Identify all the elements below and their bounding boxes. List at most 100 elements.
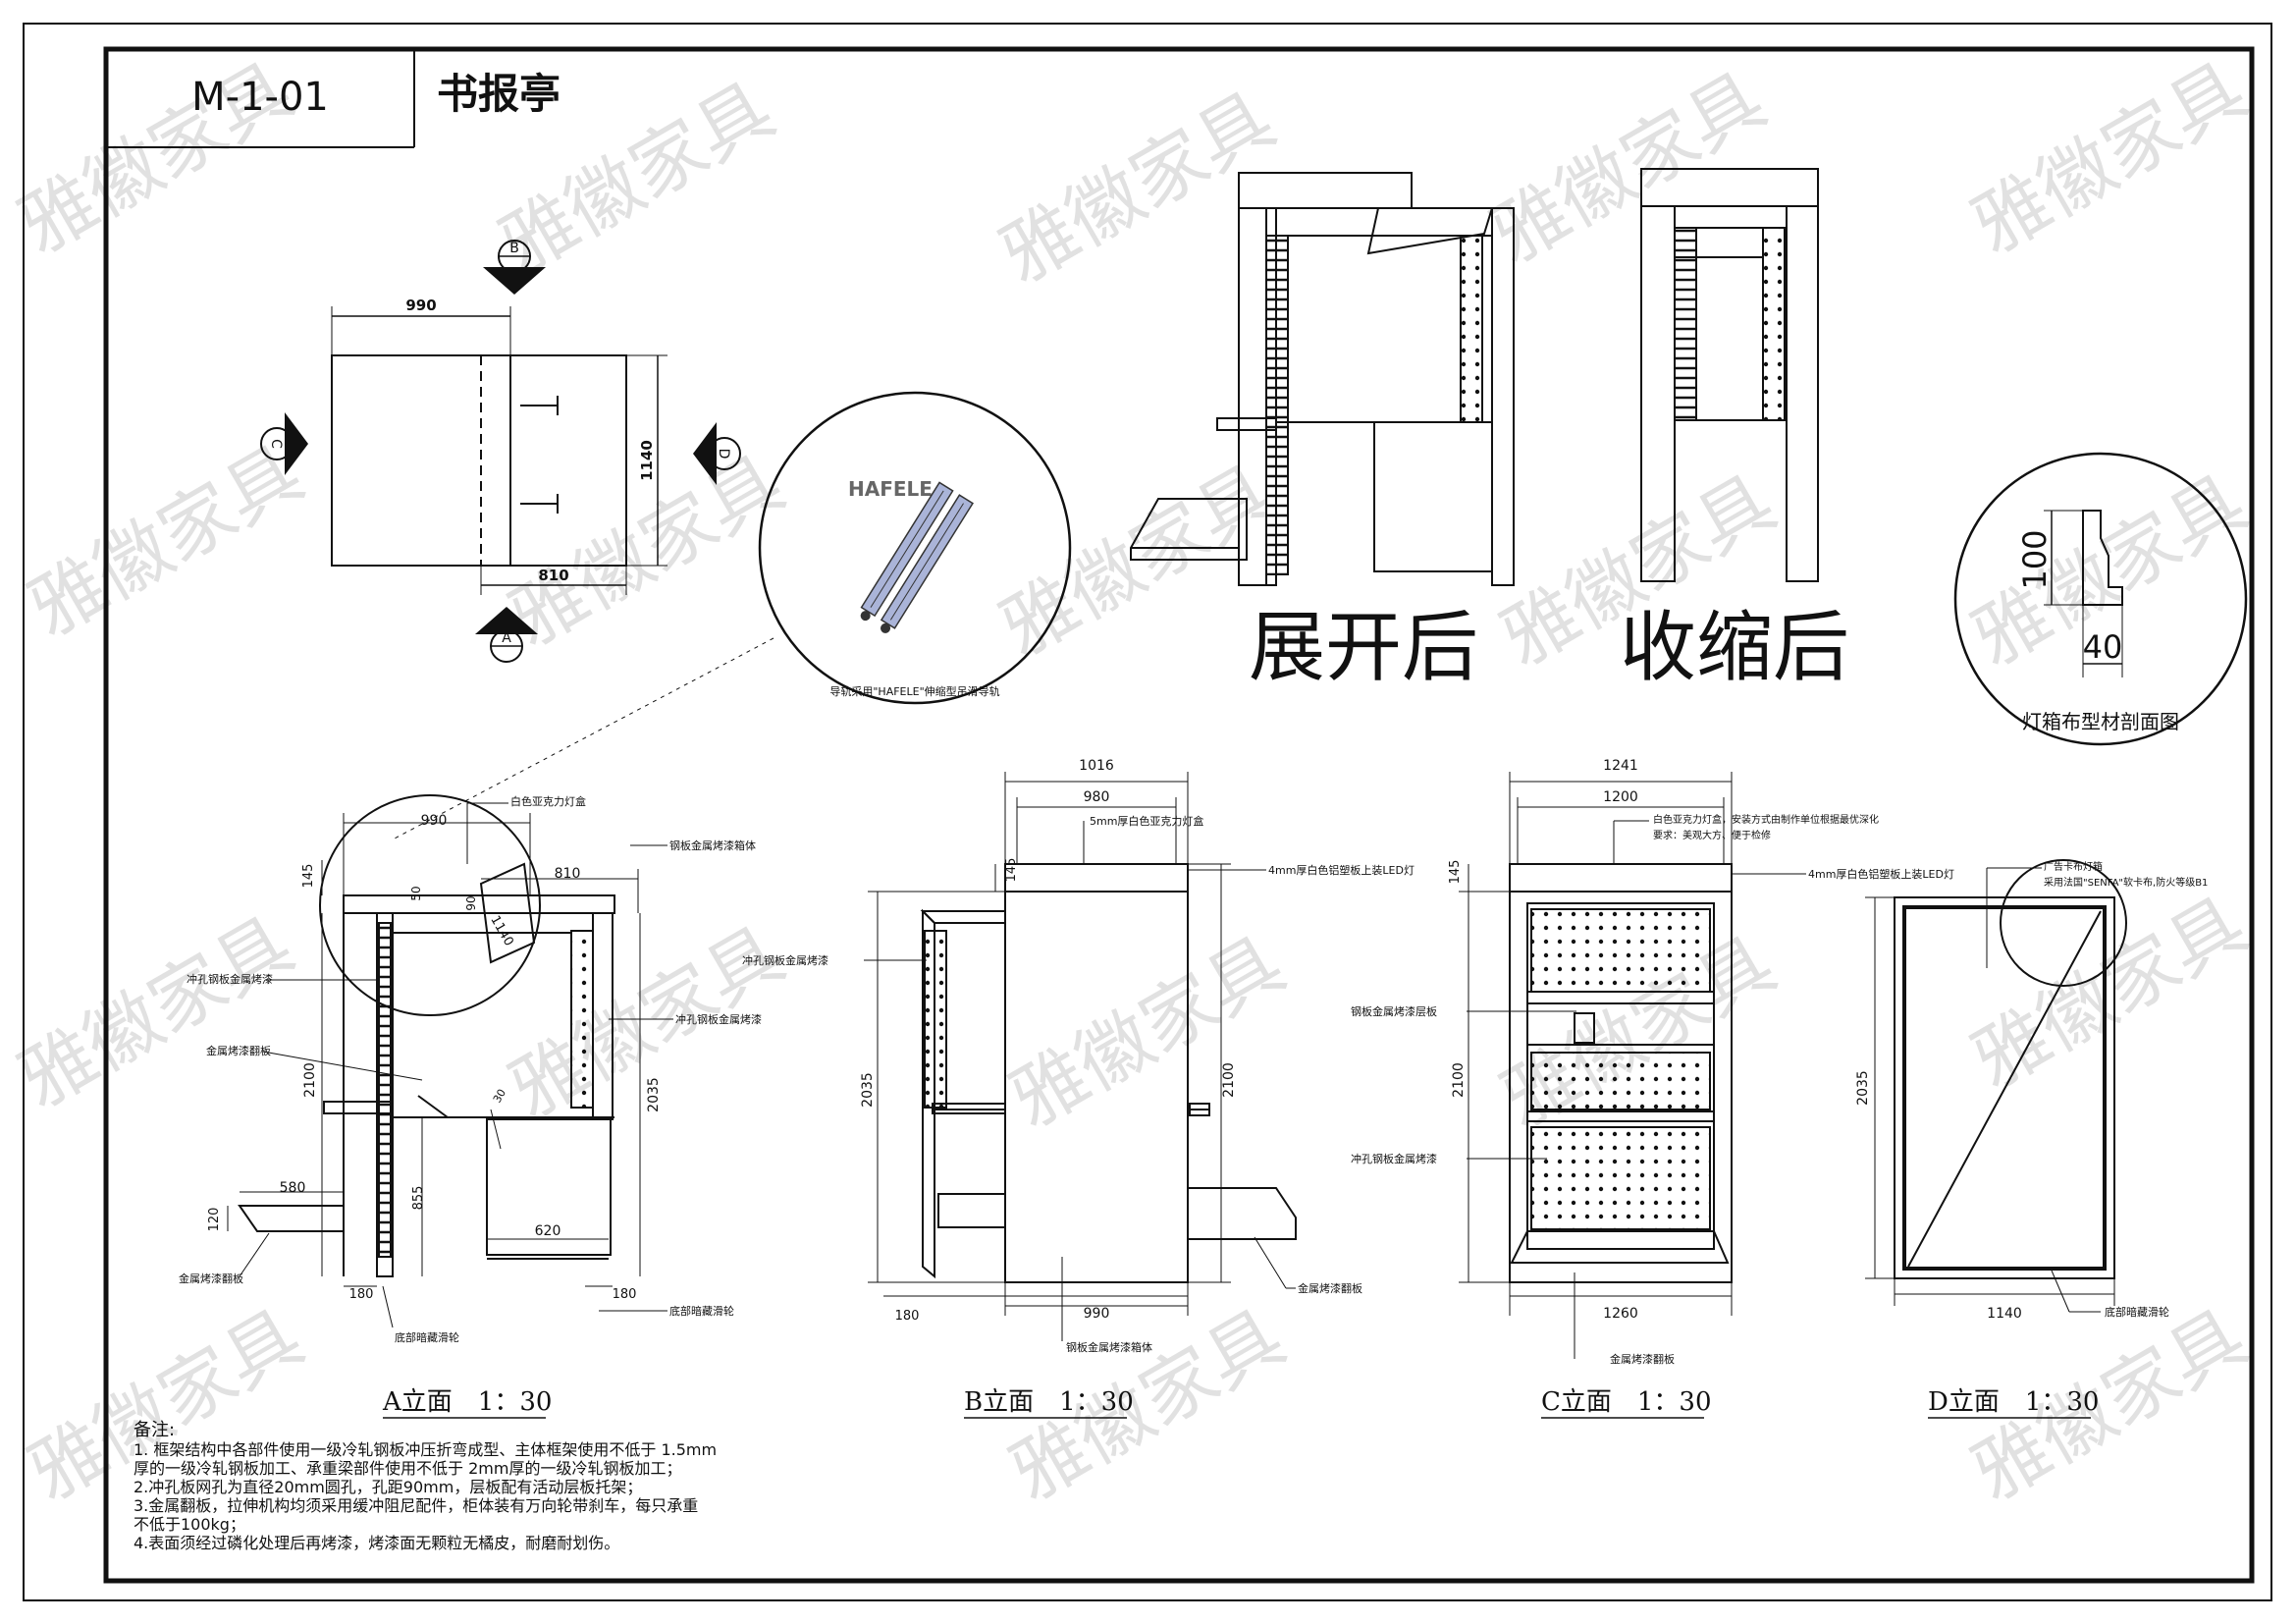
- svg-text:D: D: [716, 449, 731, 460]
- label-expanded: 展开后: [1249, 604, 1478, 692]
- notes-line: 3.金属翻板，拉伸机构均须采用缓冲阻尼配件，柜体装有万向轮带刹车，每只承重: [133, 1496, 698, 1515]
- notes: 备注: 1. 框架结构中各部件使用一级冷轧钢板冲压折弯成型、主体框架使用不低于 …: [133, 1420, 717, 1552]
- b-label-led-panel: 4mm厚白色铝塑板上装LED灯: [1268, 863, 1415, 877]
- a-caption: A立面 1：30: [382, 1387, 552, 1417]
- notes-line: 不低于100kg；: [133, 1515, 245, 1534]
- watermark: 雅徽家具: [5, 900, 307, 1125]
- elevation-d: 2035 1140 广告卡布灯箱 采用法国"SENFA"软卡布,防火等级B1 底…: [1855, 859, 2208, 1419]
- a-dim-855: 855: [411, 1186, 426, 1211]
- a-label-flip-panel-bottom: 金属烤漆翻板: [179, 1272, 243, 1285]
- a-dim-1140: 1140: [487, 913, 516, 948]
- drawing-code: M-1-01: [191, 75, 329, 120]
- a-dim-2035: 2035: [646, 1077, 662, 1112]
- label-retracted: 收缩后: [1620, 604, 1849, 692]
- slide-rail-image: [860, 481, 974, 633]
- d-label-lightbox-material: 采用法国"SENFA"软卡布,防火等级B1: [2044, 876, 2208, 889]
- dim-bottom-width: 810: [538, 567, 568, 584]
- a-dim-180-left: 180: [349, 1287, 374, 1302]
- elevation-b: 1016 980 145 2035 2100 180 990 5mm厚白色亚克力…: [742, 758, 1415, 1419]
- a-dim-30: 30: [491, 1087, 508, 1106]
- profile-width: 40: [2083, 628, 2123, 666]
- b-label-perforated: 冲孔钢板金属烤漆: [742, 953, 828, 967]
- outer-frame: [23, 23, 2272, 1601]
- b-dim-145: 145: [1004, 858, 1019, 883]
- dim-depth: 1140: [638, 440, 656, 481]
- title-block: M-1-01 书报亭: [106, 49, 561, 148]
- a-dim-50: 50: [409, 886, 423, 900]
- d-label-lightbox: 广告卡布灯箱: [2044, 860, 2103, 873]
- watermark: 雅徽家具: [987, 449, 1289, 674]
- b-dim-980: 980: [1084, 789, 1110, 805]
- notes-line: 厚的一级冷轧钢板加工、承重梁部件使用不低于 2mm厚的一级冷轧钢板加工；: [133, 1459, 681, 1478]
- b-label-acrylic: 5mm厚白色亚克力灯盒: [1090, 814, 1203, 828]
- c-label-perforated: 冲孔钢板金属烤漆: [1351, 1152, 1437, 1165]
- section-marker-b: B: [483, 240, 546, 295]
- section-marker-c: C: [260, 412, 308, 475]
- watermark: 雅徽家具: [996, 920, 1299, 1145]
- c-label-acrylic-note: 要求：美观大方、便于检修: [1653, 829, 1771, 841]
- c-caption: C立面 1：30: [1541, 1387, 1712, 1417]
- a-dim-90: 90: [464, 895, 478, 910]
- c-label-flip-panel: 金属烤漆翻板: [1610, 1352, 1675, 1366]
- section-marker-a: A: [475, 607, 538, 663]
- elevation-a: 990 810 145 50 90 1140 2100 2035 580 120…: [179, 794, 762, 1419]
- svg-text:A: A: [502, 630, 511, 646]
- a-label-caster-right: 底部暗藏滑轮: [669, 1304, 734, 1318]
- c-label-shelf: 钢板金属烤漆层板: [1351, 1004, 1437, 1018]
- notes-heading: 备注:: [133, 1420, 175, 1440]
- b-label-flip-panel: 金属烤漆翻板: [1298, 1281, 1362, 1295]
- b-label-cabinet: 钢板金属烤漆箱体: [1066, 1340, 1152, 1354]
- inner-frame: [103, 46, 2255, 1584]
- b-dim-2035: 2035: [860, 1072, 876, 1108]
- d-caption: D立面 1：30: [1928, 1387, 2099, 1417]
- c-label-led-panel: 4mm厚白色铝塑板上装LED灯: [1808, 867, 1954, 881]
- d-label-caster: 底部暗藏滑轮: [2105, 1305, 2169, 1319]
- a-label-perforated-left: 冲孔钢板金属烤漆: [187, 972, 273, 986]
- d-dim-2035: 2035: [1855, 1070, 1871, 1106]
- a-dim-990: 990: [421, 813, 448, 829]
- hafele-logo: HAFELE: [848, 477, 933, 501]
- c-dim-1260: 1260: [1603, 1306, 1638, 1322]
- watermark: 雅徽家具: [1958, 46, 2261, 271]
- a-dim-810: 810: [555, 866, 581, 882]
- perspective-expanded: [1130, 172, 1515, 586]
- a-label-perforated-right: 冲孔钢板金属烤漆: [675, 1012, 762, 1026]
- dim-top-width: 990: [405, 297, 436, 314]
- plan-view: 990 1140 810 B C D: [260, 240, 741, 663]
- drawing-title: 书报亭: [437, 70, 561, 118]
- profile-height: 100: [2016, 529, 2054, 589]
- watermark: 雅徽家具: [987, 76, 1289, 300]
- a-dim-120: 120: [207, 1208, 222, 1232]
- a-dim-2100: 2100: [302, 1062, 318, 1098]
- b-dim-1016: 1016: [1079, 758, 1114, 774]
- a-dim-145: 145: [301, 864, 316, 889]
- svg-text:C: C: [268, 439, 284, 449]
- a-label-flip-panel: 金属烤漆翻板: [206, 1044, 271, 1057]
- hafele-caption: 导轨采用"HAFELE"伸缩型吊滑导轨: [829, 684, 999, 698]
- a-dim-580: 580: [280, 1180, 306, 1196]
- a-label-caster-left: 底部暗藏滑轮: [395, 1330, 459, 1344]
- b-dim-180: 180: [895, 1309, 920, 1324]
- c-dim-145: 145: [1448, 860, 1463, 885]
- notes-line: 4.表面须经过磷化处理后再烤漆，烤漆面无颗粒无橘皮，耐磨耐划伤。: [133, 1534, 619, 1552]
- a-label-steel-cabinet: 钢板金属烤漆箱体: [669, 839, 756, 852]
- notes-line: 2.冲孔板网孔为直径20mm圆孔，孔距90mm，层板配有活动层板托架；: [133, 1478, 642, 1496]
- a-dim-180-right: 180: [613, 1287, 637, 1302]
- c-label-acrylic: 白色亚克力灯盒，安装方式由制作单位根据最优深化: [1653, 813, 1879, 826]
- hafele-detail: HAFELE 导轨采用"HAFELE"伸缩型吊滑导轨: [392, 391, 1072, 840]
- profile-caption: 灯箱布型材剖面图: [2022, 710, 2179, 733]
- b-dim-990: 990: [1084, 1306, 1110, 1322]
- elevation-c: 1241 1200 145 2100 1260 白色亚克力灯盒，安装方式由制作单…: [1351, 758, 1954, 1419]
- profile-detail: 100 40 灯箱布型材剖面图: [1953, 452, 2248, 746]
- perspective-retracted: [1640, 168, 1819, 582]
- watermark: 雅徽家具: [1958, 881, 2261, 1106]
- section-marker-d: D: [693, 422, 741, 485]
- c-dim-2100: 2100: [1451, 1062, 1467, 1098]
- c-dim-1241: 1241: [1603, 758, 1638, 774]
- c-dim-1200: 1200: [1603, 789, 1638, 805]
- watermark: 雅徽家具: [15, 429, 317, 654]
- d-dim-1140: 1140: [1987, 1306, 2022, 1322]
- a-dim-620: 620: [535, 1223, 561, 1239]
- b-caption: B立面 1：30: [964, 1387, 1134, 1417]
